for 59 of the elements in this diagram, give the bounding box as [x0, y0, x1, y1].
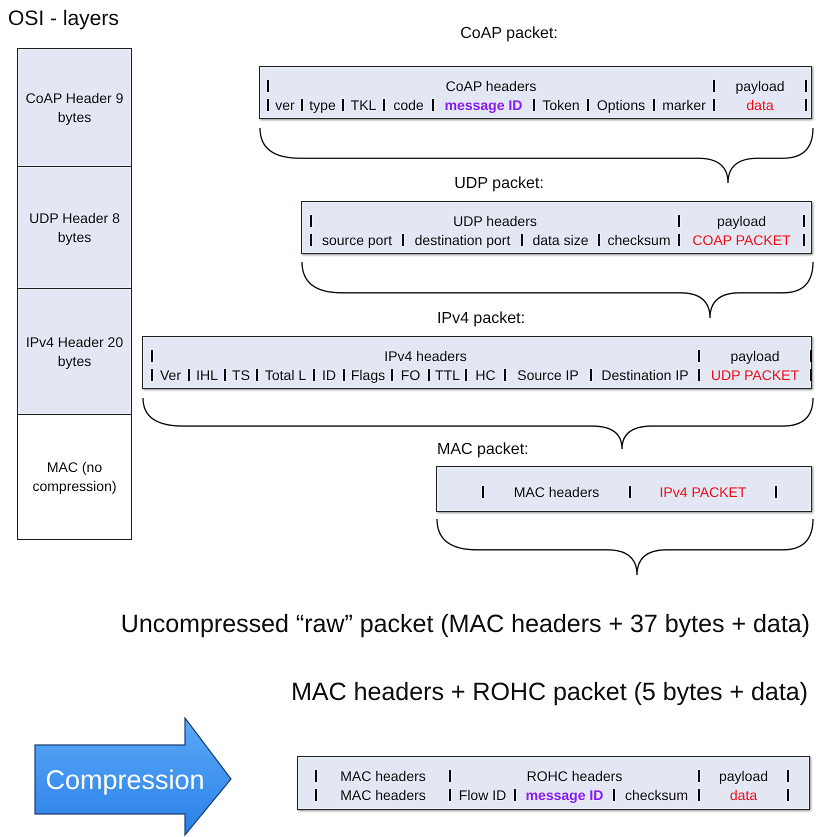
field-label: COAP PACKET	[691, 231, 792, 249]
layer-box	[17, 48, 132, 167]
field-label: message ID	[444, 96, 524, 114]
field-label: Options	[596, 96, 646, 114]
layer-box	[17, 414, 132, 540]
header-label: payload	[718, 767, 770, 785]
field-label: TTL	[434, 366, 461, 384]
field-label: Destination IP	[600, 366, 690, 384]
field-label: data	[745, 96, 775, 114]
field-label: ver	[274, 96, 296, 114]
field-label: MAC headers	[339, 786, 427, 804]
header-label: MAC headers	[339, 767, 427, 785]
packet-title: CoAP packet:	[459, 24, 559, 44]
field-label: destination port	[414, 231, 512, 249]
header-label: ROHC headers	[526, 767, 624, 785]
field-label: source port	[320, 231, 394, 249]
field-label: UDP PACKET	[710, 366, 800, 384]
field-label: Total L	[264, 366, 308, 384]
header-label: IPv4 headers	[383, 347, 468, 365]
header-label: payload	[729, 347, 781, 365]
field-label: Token	[541, 96, 581, 114]
field-label: message ID	[524, 786, 604, 804]
field-label: Flags	[350, 366, 386, 384]
field-label: FO	[400, 366, 422, 384]
layer-box	[17, 288, 132, 415]
field-label: checksum	[606, 231, 672, 249]
field-label: Flow ID	[458, 786, 508, 804]
field-label: checksum	[624, 786, 690, 804]
arrow-label: Compression	[44, 765, 206, 795]
field-label: ID	[321, 366, 337, 384]
header-label: payload	[716, 212, 768, 230]
field-label: MAC headers	[512, 483, 600, 501]
section-title: OSI - layers	[8, 6, 119, 32]
field-label: data size	[531, 231, 590, 249]
layer-box	[17, 166, 132, 289]
field-label: IPv4 PACKET	[658, 483, 748, 501]
field-label: type	[308, 96, 337, 114]
field-label: marker	[661, 96, 707, 114]
layer-label: CoAP Header 9 bytes	[24, 88, 124, 126]
packet-box	[297, 756, 810, 810]
field-label: Source IP	[516, 366, 580, 384]
layer-label: UDP Header 8 bytes	[28, 208, 121, 246]
layer-label: MAC (no compression)	[31, 458, 118, 496]
caption-text: MAC headers + ROHC packet (5 bytes + data)	[291, 677, 808, 707]
field-label: HC	[474, 366, 497, 384]
header-label: payload	[734, 77, 786, 95]
field-label: TS	[231, 366, 251, 384]
layer-label: IPv4 Header 20 bytes	[24, 332, 124, 370]
caption-text: Uncompressed “raw” packet (MAC headers + 37 bytes + data)	[120, 609, 810, 639]
field-label: Ver	[158, 366, 182, 384]
packet-title: IPv4 packet:	[436, 309, 526, 329]
packet-title: UDP packet:	[453, 174, 545, 194]
field-label: TKL	[350, 96, 378, 114]
header-label: UDP headers	[452, 212, 538, 230]
field-label: code	[392, 96, 425, 114]
field-label: data	[728, 786, 758, 804]
packet-title: MAC packet:	[437, 440, 529, 460]
header-label: CoAP headers	[444, 77, 538, 95]
field-label: IHL	[195, 366, 219, 384]
